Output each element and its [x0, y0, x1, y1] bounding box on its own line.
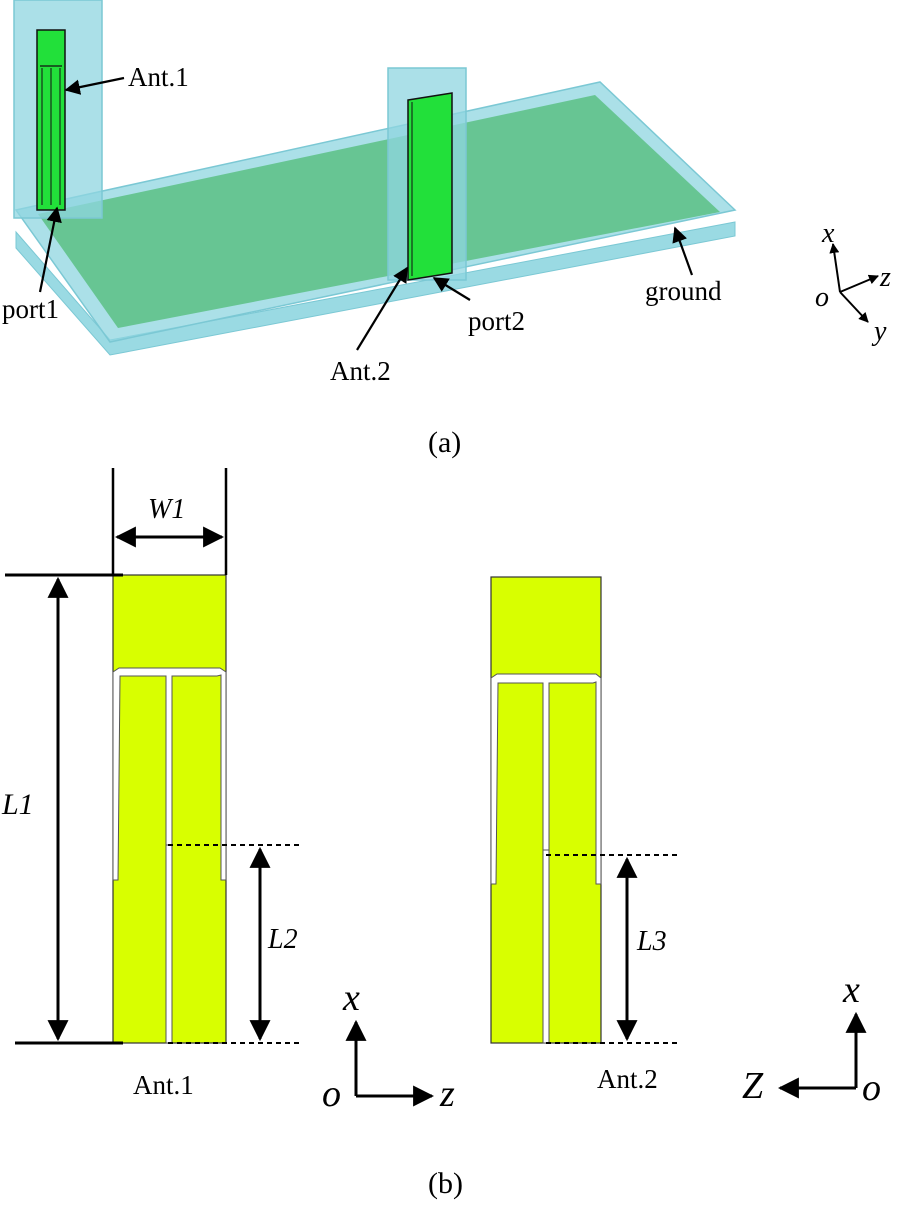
- panel-a: Ant.1 port1 Ant.2 port2 ground x z y o (…: [2, 0, 891, 459]
- axis-right-z-label: Z: [742, 1065, 764, 1107]
- label-port1: port1: [2, 294, 59, 324]
- caption-a: (a): [428, 426, 461, 459]
- dim-w1: W1: [111, 468, 228, 575]
- axis3d-y-label: y: [871, 316, 887, 347]
- label-ant2-b: Ant.2: [597, 1064, 658, 1094]
- axis3d-origin-label: o: [815, 282, 829, 313]
- dim-l3: L3: [546, 854, 680, 1044]
- ground-arrow: [672, 226, 694, 276]
- label-l3: L3: [636, 926, 667, 957]
- axis-left-origin-label: o: [322, 1073, 341, 1115]
- ant2-patch: [407, 92, 453, 281]
- dim-l1: L1: [1, 573, 123, 1045]
- label-ant2: Ant.2: [330, 356, 391, 386]
- label-ant1: Ant.1: [128, 62, 189, 92]
- label-w1: W1: [148, 494, 185, 525]
- ant2-3d: [387, 67, 467, 281]
- panel-b: W1 L1 L2 L3 Ant.1 Ant.2: [1, 468, 881, 1200]
- axes-right-2d: x Z o: [742, 969, 881, 1109]
- axes-left-2d: x z o: [322, 977, 455, 1115]
- ant2-arrow: [356, 266, 408, 351]
- caption-b: (b): [428, 1167, 463, 1200]
- axis3d-z-label: z: [879, 262, 891, 293]
- label-port2: port2: [468, 306, 525, 336]
- axis-right-x-label: x: [842, 969, 860, 1011]
- ant1-layout: [112, 574, 227, 1044]
- dim-l2: L2: [168, 844, 300, 1044]
- axis-right-origin-label: o: [862, 1067, 881, 1109]
- ground-board: [14, 81, 737, 356]
- label-l2: L2: [267, 924, 298, 955]
- ant1-arrow: [64, 76, 125, 95]
- axis-left-x-label: x: [342, 977, 360, 1019]
- port2-arrow: [432, 277, 471, 301]
- port1-arrow: [38, 206, 62, 293]
- axis3d-x-label: x: [821, 218, 835, 249]
- axes-triad-3d: x z y o: [815, 218, 891, 347]
- axis-left-z-label: z: [439, 1073, 455, 1115]
- ground-plane: [38, 95, 720, 328]
- label-ant1-b: Ant.1: [133, 1070, 194, 1100]
- ant1-3d: [13, 0, 103, 219]
- label-ground: ground: [645, 276, 722, 306]
- label-l1: L1: [1, 788, 34, 821]
- ant2-layout: [490, 576, 602, 1044]
